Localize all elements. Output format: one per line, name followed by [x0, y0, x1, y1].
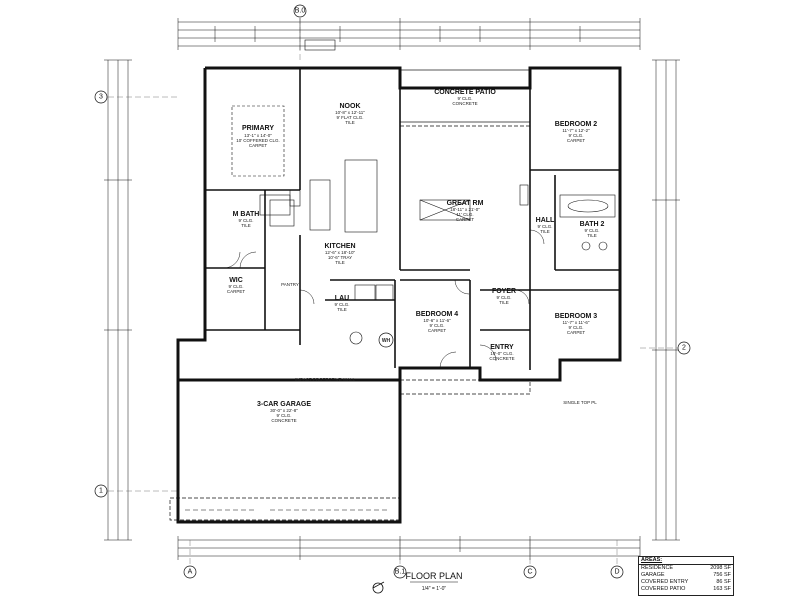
areas-row: RESIDENCE 2098 SF: [639, 565, 733, 572]
room-labels: PRIMARY 13'-1" x 14'-0" 10' COFFERED CLG…: [227, 89, 605, 423]
room-bedroom4-ceiling: 9' CLG.: [429, 323, 444, 328]
grid-label-2: 2: [682, 345, 686, 352]
room-bedroom3-dims: 11'-7" x 11'-6": [562, 320, 589, 325]
plan-title-text: FLOOR PLAN: [405, 571, 462, 581]
room-kitchen-floor: TILE: [335, 260, 345, 265]
grid-label-3: 3: [99, 94, 103, 101]
room-wic-name: WIC: [229, 277, 243, 284]
grid-label-c: C: [527, 569, 532, 576]
room-bath2-name: BATH 2: [580, 221, 605, 228]
room-kitchen-ceiling: 10'-6" TRAY: [328, 255, 352, 260]
areas-row-value: 163 SF: [713, 586, 731, 592]
room-nook-floor: TILE: [345, 120, 355, 125]
room-bedroom2-name: BEDROOM 2: [555, 121, 598, 128]
room-lau-ceiling: 9' CLG.: [334, 302, 349, 307]
room-bedroom4-name: BEDROOM 4: [416, 311, 459, 318]
water-heater-label: WH: [382, 338, 391, 344]
room-nook-name: NOOK: [340, 103, 361, 110]
fixtures: [231, 39, 616, 345]
room-kitchen-name: KITCHEN: [324, 243, 355, 250]
room-garage-name: 3-CAR GARAGE: [257, 401, 311, 408]
areas-table: AREAS: RESIDENCE 2098 SF GARAGE 756 SF C…: [638, 556, 734, 596]
grid-bubble-labels: B.0 3 1 2 A B.1 C D: [99, 8, 686, 576]
patio-outline: [169, 69, 531, 521]
room-lau-name: LAU: [335, 295, 349, 302]
room-hall-floor: TILE: [540, 229, 550, 234]
areas-row-value: 756 SF: [713, 572, 731, 578]
room-patio-name: CONCRETE PATIO: [434, 89, 496, 96]
areas-row: GARAGE 756 SF: [639, 572, 733, 579]
room-primary-ceiling: 10' COFFERED CLG.: [236, 138, 280, 143]
room-bedroom2-floor: CARPET: [567, 138, 586, 143]
grid-label-d: D: [614, 569, 619, 576]
areas-row-value: 86 SF: [716, 579, 731, 585]
dimension-lines: [104, 18, 680, 560]
areas-heading: AREAS:: [639, 557, 733, 565]
room-hall-name: HALL: [536, 217, 555, 224]
areas-row-value: 2098 SF: [710, 565, 731, 571]
room-foyer-floor: TILE: [499, 300, 509, 305]
room-bedroom2-ceiling: 9' CLG.: [568, 133, 583, 138]
room-entry-floor: CONCRETE: [489, 356, 514, 361]
room-bedroom3-ceiling: 9' CLG.: [568, 325, 583, 330]
room-great-ceiling: 11' CLG.: [456, 212, 473, 217]
room-patio-floor: CONCRETE: [452, 101, 477, 106]
areas-row-label: RESIDENCE: [641, 565, 674, 571]
room-kitchen-dims: 12'-6" x 18'-10": [325, 250, 356, 255]
areas-row: COVERED PATIO 163 SF: [639, 586, 733, 593]
room-bedroom3-floor: CARPET: [567, 330, 586, 335]
plan-title: FLOOR PLAN 1/4" = 1'-0": [372, 571, 463, 594]
room-foyer-name: FOYER: [492, 288, 516, 295]
room-bedroom2-dims: 11'-7" x 12'-2": [562, 128, 590, 133]
room-great-floor: CARPET: [456, 217, 475, 222]
areas-row-label: GARAGE: [641, 572, 665, 578]
grid-lines: [108, 18, 678, 566]
plan-scale: 1/4" = 1'-0": [422, 586, 447, 592]
single-top-note: SINGLE TOP PL: [563, 400, 597, 405]
grid-label-a: A: [188, 569, 193, 576]
door-swings: [223, 229, 545, 369]
interior-walls: [205, 68, 620, 370]
grid-label-top: B.0: [295, 8, 306, 15]
room-bath2-floor: TILE: [587, 233, 597, 238]
room-primary-dims: 13'-1" x 14'-0": [244, 133, 272, 138]
room-primary-name: PRIMARY: [242, 125, 274, 132]
water-heater-symbol: [378, 332, 394, 348]
misc-labels: WH IMPACT PROTECTIVE WALL SINGLE TOP PL …: [281, 282, 597, 405]
room-nook-dims: 10'-8" x 12'-11": [335, 110, 365, 115]
room-entry-name: ENTRY: [490, 344, 514, 351]
room-lau-floor: TILE: [337, 307, 347, 312]
grid-bubbles: [94, 4, 691, 579]
areas-row-label: COVERED ENTRY: [641, 579, 689, 585]
grid-label-1: 1: [99, 488, 103, 495]
room-bath2-ceiling: 9' CLG.: [584, 228, 599, 233]
room-entry-ceiling: 10'-0" CLG.: [490, 351, 513, 356]
room-patio-ceiling: 9' CLG.: [457, 96, 472, 101]
room-garage-ceiling: 9' CLG.: [276, 413, 291, 418]
exterior-walls: [176, 66, 622, 524]
room-nook-ceiling: 9' FLAT CLG.: [337, 115, 364, 120]
room-mbath-ceiling: 9' CLG.: [238, 218, 253, 223]
room-mbath-name: M BATH: [233, 211, 260, 218]
room-mbath-floor: TILE: [241, 223, 251, 228]
room-wic-floor: CARPET: [227, 289, 246, 294]
pantry-label: PANTRY: [281, 282, 299, 287]
impact-wall-note: IMPACT PROTECTIVE WALL: [295, 377, 355, 382]
room-bedroom4-dims: 10'-6" x 11'-6": [423, 318, 451, 323]
areas-row: COVERED ENTRY 86 SF: [639, 579, 733, 586]
room-primary-floor: CARPET: [249, 143, 268, 148]
room-bedroom3-name: BEDROOM 3: [555, 313, 598, 320]
room-garage-dims: 30'-0" x 22'-8": [270, 408, 298, 413]
room-bedroom4-floor: CARPET: [428, 328, 447, 333]
north-arrow-icon: [372, 581, 385, 594]
areas-row-label: COVERED PATIO: [641, 586, 686, 592]
room-foyer-ceiling: 9' CLG.: [496, 295, 511, 300]
grid-label-b1: B.1: [395, 569, 406, 576]
room-wic-ceiling: 9' CLG.: [228, 284, 243, 289]
room-garage-floor: CONCRETE: [271, 418, 296, 423]
room-great-dims: 18'-11" x 21'-0": [450, 207, 480, 212]
room-great-name: GREAT RM: [447, 200, 484, 207]
room-hall-ceiling: 9' CLG.: [537, 224, 552, 229]
